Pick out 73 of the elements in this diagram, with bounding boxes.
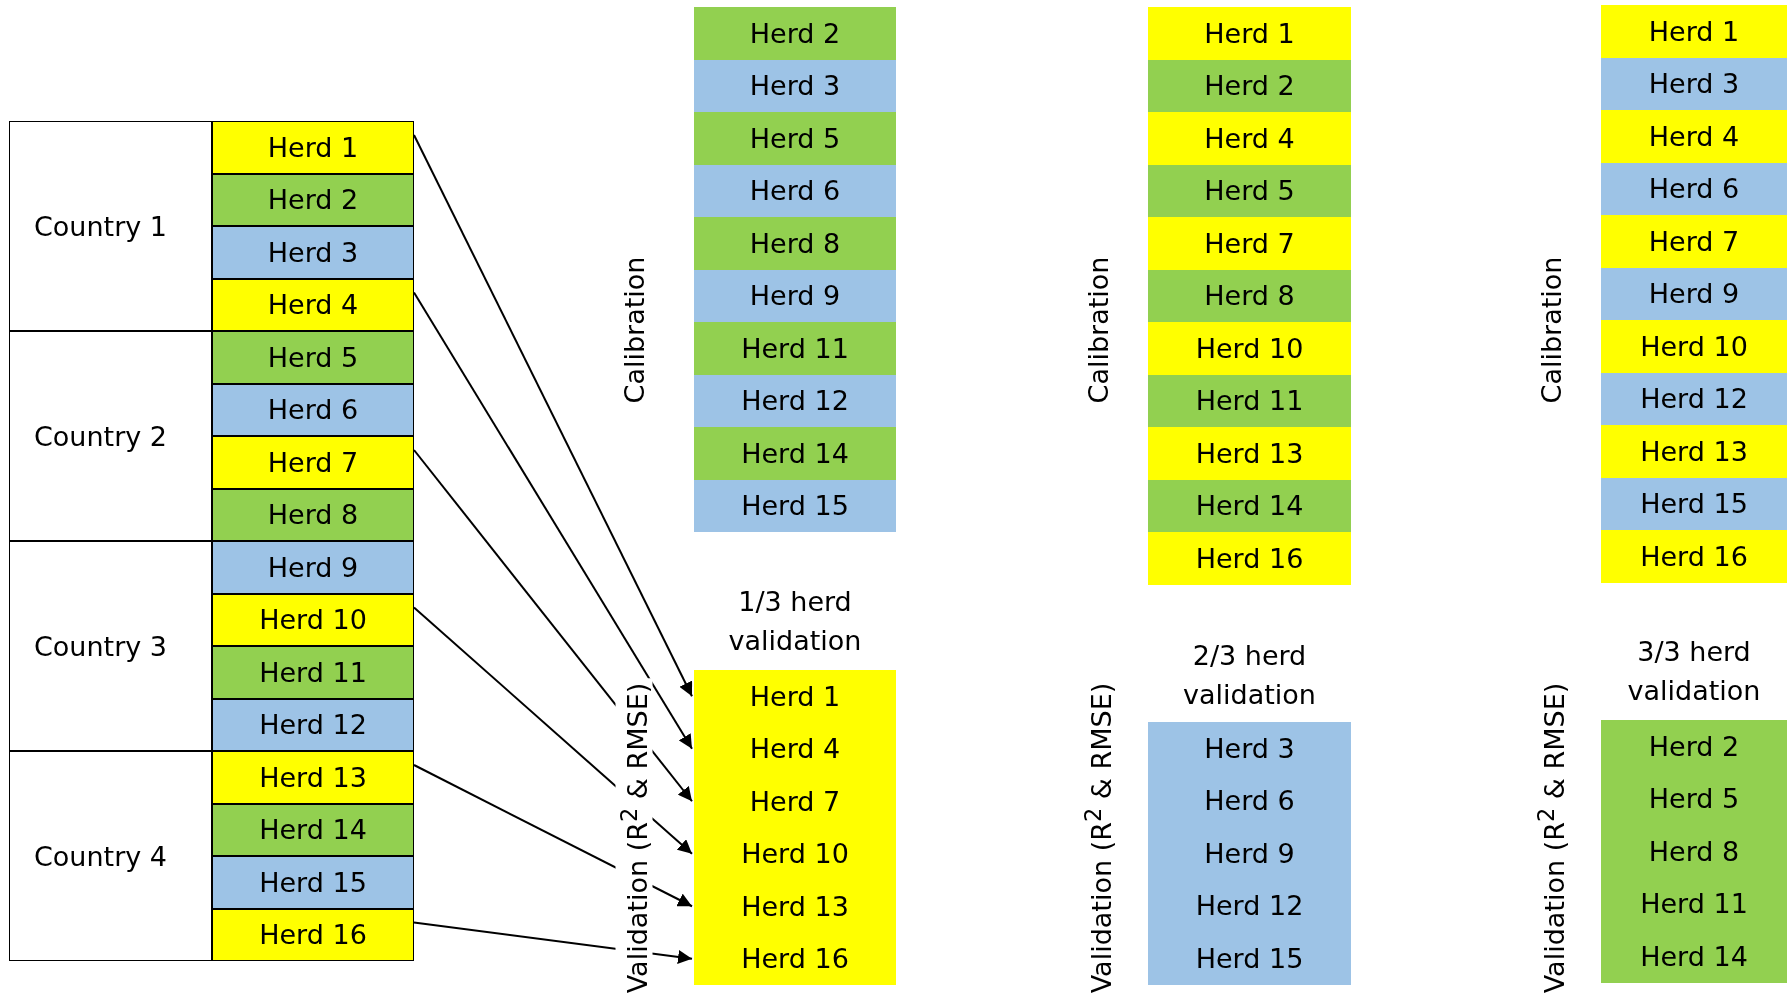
herd-cell: Herd 5 [694,112,896,165]
herd-cell: Herd 2 [212,173,414,226]
herd-cell: Herd 13 [1601,425,1787,478]
herd-cell: Herd 9 [1148,827,1351,880]
column-heading: 3/3 herd validation [1626,635,1762,709]
herd-cell: Herd 15 [1148,932,1351,985]
herd-cell: Herd 11 [694,322,896,375]
herd-cell: Herd 7 [694,775,896,828]
herd-cell: Herd 1 [694,670,896,723]
herd-cell: Herd 9 [212,541,414,594]
herd-cell: Herd 12 [212,698,414,751]
herd-cell: Herd 6 [212,383,414,436]
herd-cell: Herd 4 [1601,110,1787,163]
column-heading: 2/3 herd validation [1182,639,1317,713]
herd-cell: Herd 4 [694,722,896,775]
herd-cell: Herd 6 [1148,774,1351,827]
herd-cell: Herd 16 [1148,532,1351,585]
herd-cell: Herd 15 [212,856,414,909]
herd-cell: Herd 13 [1148,427,1351,480]
herd-cell: Herd 12 [694,374,896,427]
herd-cell: Herd 9 [694,269,896,322]
herd-cell: Herd 7 [1148,217,1351,270]
column-heading: 1/3 herd validation [727,585,863,659]
herd-cell: Herd 2 [1601,720,1787,773]
herd-cell: Herd 5 [1148,164,1351,217]
herd-cell: Herd 8 [212,488,414,541]
herd-cell: Herd 10 [212,593,414,646]
herd-cell: Herd 10 [1148,322,1351,375]
herd-cell: Herd 16 [212,908,414,961]
herd-cell: Herd 14 [694,427,896,480]
herd-cell: Herd 2 [694,7,896,60]
herd-cell: Herd 6 [694,164,896,217]
herd-cell: Herd 6 [1601,162,1787,215]
country-box: Country 1 [9,121,212,331]
herd-cell: Herd 2 [1148,59,1351,112]
herd-cell: Herd 8 [1148,269,1351,322]
herd-cell: Herd 8 [1601,825,1787,878]
herd-cell: Herd 3 [694,59,896,112]
herd-cell: Herd 11 [1601,877,1787,930]
herd-cell: Herd 3 [1148,722,1351,775]
herd-cell: Herd 7 [212,436,414,489]
arrow [413,134,693,698]
herd-cell: Herd 5 [1601,772,1787,825]
herd-cell: Herd 1 [1148,7,1351,60]
arrow [413,291,693,750]
herd-cell: Herd 16 [1601,530,1787,583]
herd-cell: Herd 14 [212,803,414,856]
herd-cell: Herd 10 [1601,320,1787,373]
herd-cell: Herd 11 [1148,374,1351,427]
herd-cell: Herd 12 [1148,879,1351,932]
herd-cell: Herd 14 [1148,479,1351,532]
herd-cell: Herd 15 [694,479,896,532]
country-box: Country 4 [9,751,212,961]
herd-cell: Herd 3 [1601,57,1787,110]
herd-cell: Herd 4 [212,278,414,331]
herd-cell: Herd 4 [1148,112,1351,165]
herd-cell: Herd 13 [212,751,414,804]
herd-cell: Herd 8 [694,217,896,270]
herd-cell: Herd 7 [1601,215,1787,268]
herd-cell: Herd 10 [694,827,896,880]
country-box: Country 2 [9,331,212,541]
herd-cell: Herd 13 [694,880,896,933]
herd-cell: Herd 1 [212,121,414,174]
herd-cell: Herd 15 [1601,477,1787,530]
country-box: Country 3 [9,541,212,751]
herd-cell: Herd 9 [1601,267,1787,320]
herd-cell: Herd 1 [1601,5,1787,58]
herd-cell: Herd 16 [694,932,896,985]
herd-cell: Herd 14 [1601,930,1787,983]
herd-cell: Herd 3 [212,226,414,279]
herd-cell: Herd 5 [212,331,414,384]
herd-cell: Herd 12 [1601,372,1787,425]
herd-cell: Herd 11 [212,646,414,699]
